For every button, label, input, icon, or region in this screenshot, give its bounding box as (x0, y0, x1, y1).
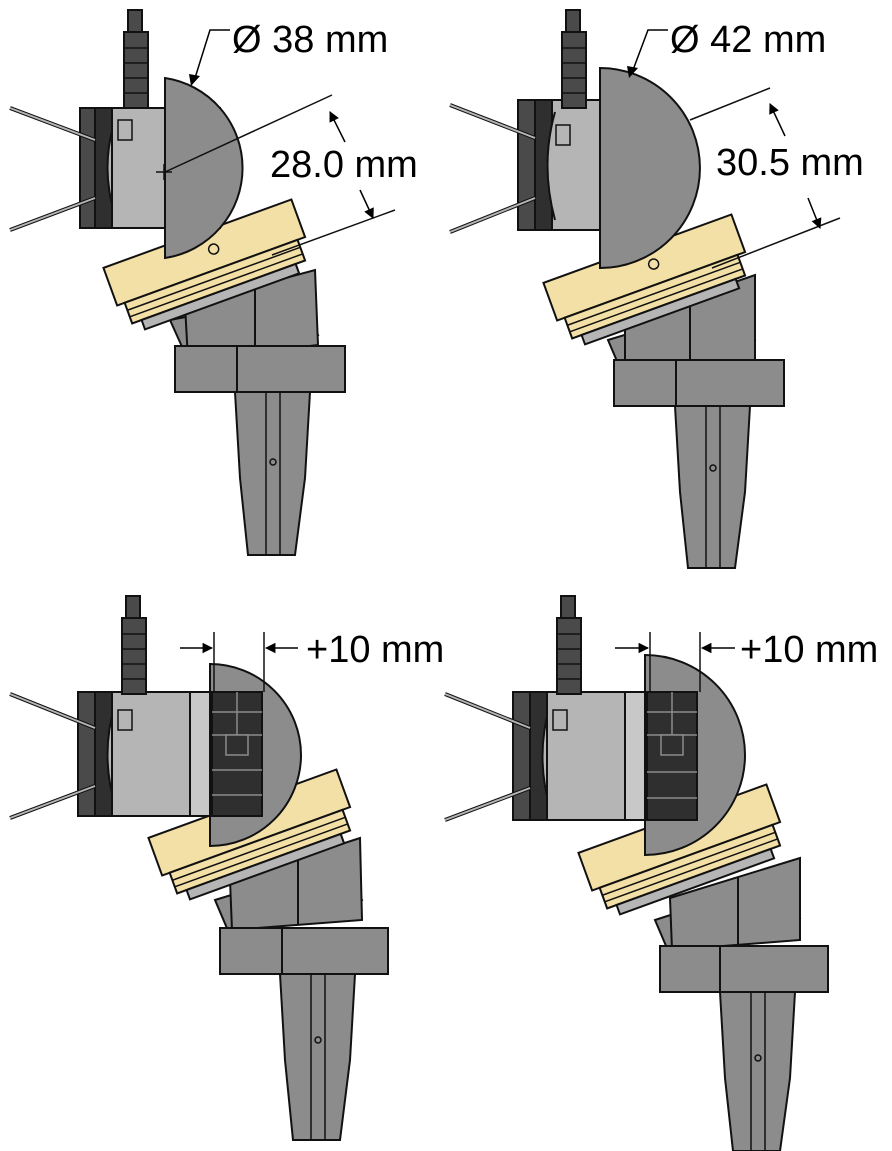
mounting-ring (542, 213, 747, 346)
offset-arrow-bottom (359, 189, 374, 219)
diameter-label-42: Ø 42 mm (670, 19, 826, 61)
shank (673, 405, 752, 569)
mounting-ring (147, 768, 352, 901)
diameter-label-38: Ø 38 mm (232, 19, 388, 61)
tool-stem (213, 836, 389, 1141)
panel-top-right-assembly: Ø 42 mm 30.5 mm (449, 9, 864, 569)
extension-adapter (211, 691, 263, 817)
tool-stem (606, 273, 785, 569)
center-extension-line (164, 94, 333, 173)
sensor-housing (444, 595, 648, 822)
offset-label-30-5: 30.5 mm (716, 142, 864, 184)
ring-extension-line (271, 209, 396, 256)
offset-arrow-bottom (807, 197, 822, 229)
clamp-block (659, 945, 829, 993)
hemisphere-38 (164, 76, 244, 260)
extension-adapter (646, 691, 698, 821)
offset-label-28: 28.0 mm (270, 144, 418, 186)
clamp-block (613, 359, 785, 407)
shank (718, 991, 797, 1151)
diameter-leader (194, 29, 230, 79)
tool-stem (653, 856, 829, 1151)
clamp-block (219, 927, 389, 975)
tool-stem (168, 268, 346, 556)
clamp-block (174, 345, 346, 393)
offset-arrow-top (329, 111, 346, 143)
panel-top-left-assembly: Ø 38 mm 28.0 mm (9, 9, 418, 556)
diameter-leader (632, 29, 668, 71)
extension-label: +10 mm (306, 629, 444, 671)
shank (233, 391, 312, 556)
panel-bottom-right-assembly: +10 mm (444, 595, 878, 1151)
center-extension-line (689, 87, 771, 121)
mounting-ring (102, 198, 307, 331)
sensor-housing (9, 595, 213, 820)
extension-label: +10 mm (740, 629, 878, 671)
hemisphere-42 (599, 66, 701, 270)
panel-bottom-left-assembly: +10 mm (9, 595, 444, 1141)
offset-arrow-top (769, 103, 786, 137)
shank (278, 973, 357, 1141)
